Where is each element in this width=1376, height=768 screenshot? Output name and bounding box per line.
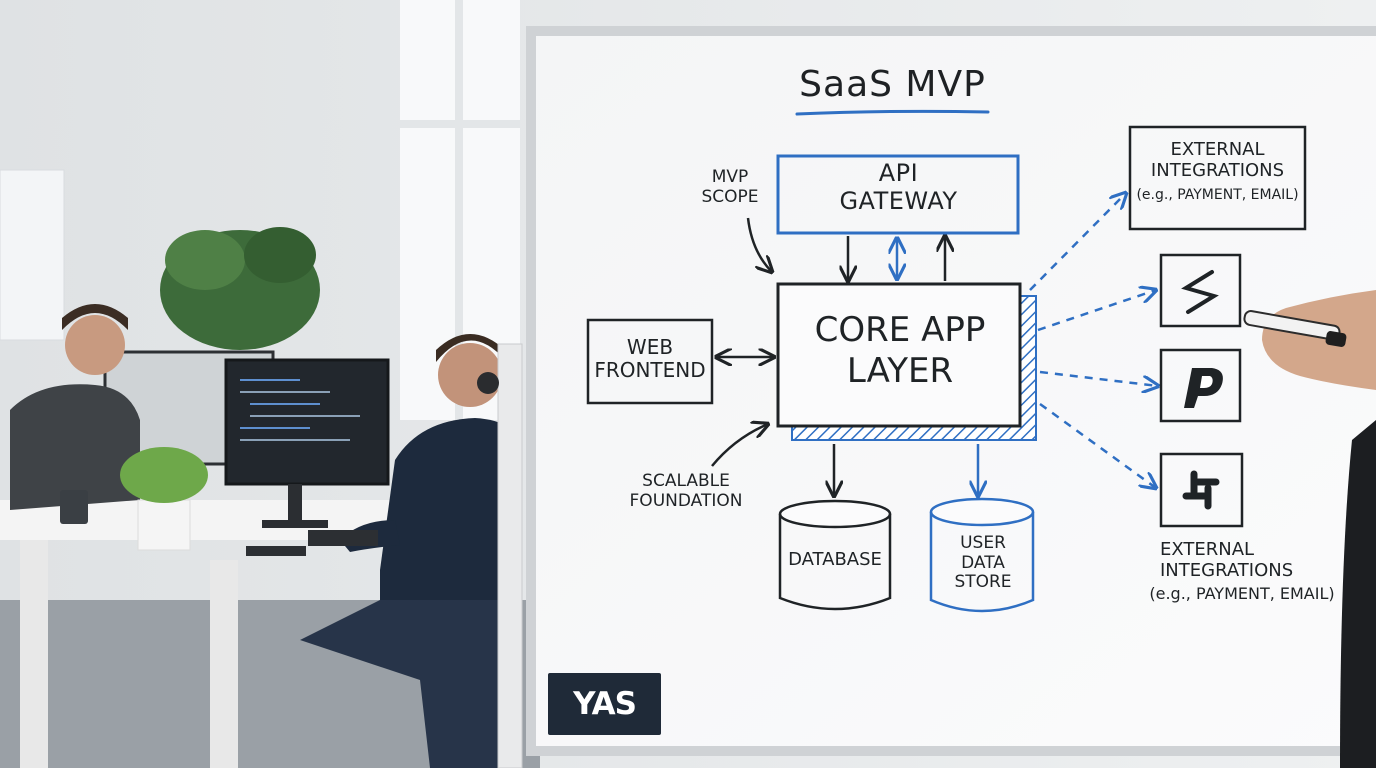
board-stand: [497, 343, 523, 768]
window-frame-h: [400, 120, 520, 128]
pot-plant: [120, 447, 208, 503]
hand-with-marker: [1243, 290, 1376, 768]
whiteboard-title: SaaS MVP: [799, 64, 986, 105]
monitor-base: [262, 520, 328, 528]
keyboard: [308, 530, 378, 546]
paypal-icon-box: [1159, 348, 1242, 423]
stripe-icon-box: [1159, 253, 1242, 328]
yas-logo: YAS: [548, 673, 661, 735]
external-integrations-bottom-title: EXTERNAL INTEGRATIONS: [1160, 539, 1294, 581]
external-integrations-top: EXTERNAL INTEGRATIONS (e.g., PAYMENT, EM…: [1130, 139, 1305, 204]
web-frontend-label: WEB FRONTEND: [594, 335, 706, 382]
window-frame: [455, 0, 463, 420]
pot: [137, 499, 191, 551]
web-frontend-box: [586, 318, 714, 405]
user-data-store-label: USER DATA STORE: [954, 533, 1012, 593]
external-integrations-box: [1128, 125, 1307, 231]
arrow-mvp-scope: [746, 217, 772, 272]
person-right: [300, 334, 520, 768]
external-integrations-bottom-subtitle: (e.g., PAYMENT, EMAIL): [1149, 584, 1335, 604]
board-knob: [477, 372, 499, 394]
external-integrations-bottom: EXTERNAL INTEGRATIONS (e.g., PAYMENT, EM…: [1142, 539, 1342, 604]
person-left: [10, 304, 140, 510]
title-underline: [795, 109, 990, 116]
arrow-scalable: [711, 424, 768, 467]
slack-icon-box: [1159, 452, 1244, 528]
phone: [246, 546, 306, 556]
api-gateway-label: API GATEWAY: [839, 159, 958, 215]
stripe-like-icon: [1181, 270, 1219, 314]
dashed-arrows: [1029, 193, 1158, 488]
core-app-layer-label: CORE APP LAYER: [814, 310, 986, 391]
annotation-scalable-foundation: SCALABLE FOUNDATION: [629, 471, 743, 511]
paypal-icon: [1184, 368, 1223, 408]
slack-icon: [1182, 470, 1220, 510]
core-app-box: [776, 282, 1022, 428]
annotation-mvp-scope: MVP SCOPE: [701, 167, 759, 207]
mug: [60, 490, 88, 524]
monitor-stand: [288, 484, 302, 522]
wall-poster: [0, 169, 65, 341]
database-label: DATABASE: [788, 549, 882, 570]
monitor-right: [224, 358, 390, 486]
desk-leg: [20, 540, 48, 768]
desk-leg: [210, 560, 238, 768]
user-data-store-cylinder: [929, 497, 1035, 613]
code-lines: [240, 379, 360, 441]
external-integrations-top-title: EXTERNAL INTEGRATIONS: [1150, 139, 1285, 181]
external-integrations-top-subtitle: (e.g., PAYMENT, EMAIL): [1136, 187, 1299, 204]
api-gateway-box: [776, 154, 1020, 235]
plant-back: [160, 227, 320, 350]
database-cylinder: [778, 499, 892, 611]
